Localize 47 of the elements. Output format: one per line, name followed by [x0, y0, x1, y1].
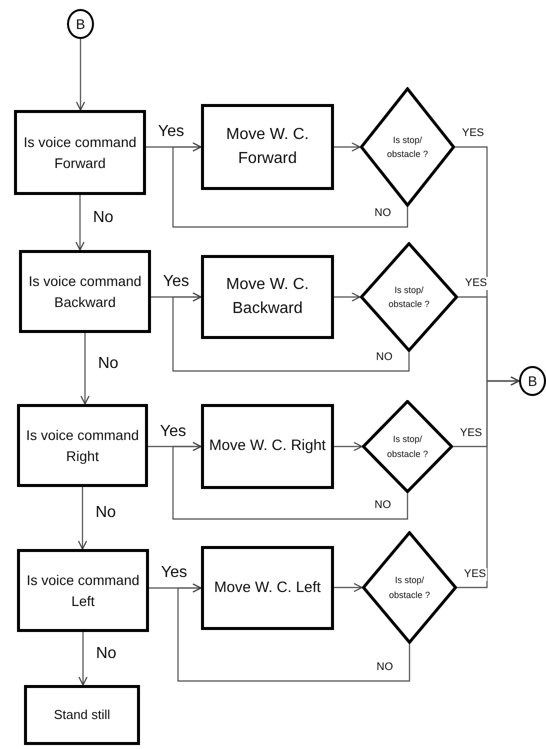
process-box [17, 549, 149, 632]
arrow [78, 632, 88, 686]
process-box [19, 250, 151, 333]
arrow [457, 376, 520, 588]
decision-diamond [362, 400, 453, 493]
arrow [334, 142, 361, 152]
arrow [334, 442, 363, 452]
node-text: Is voice command Right [25, 426, 140, 466]
arrow [172, 142, 408, 228]
node-text: Is stop/ obstacle ? [387, 284, 431, 311]
edge-label: YES [464, 277, 488, 290]
arrow [80, 333, 90, 405]
process-box [24, 685, 140, 745]
process-box [201, 546, 334, 630]
arrow [177, 583, 410, 682]
decision-diamond [362, 531, 457, 644]
process-box [201, 404, 334, 489]
node-text: Move W. C. Forward [225, 125, 310, 169]
arrow [75, 195, 85, 251]
node-text: Is stop/ obstacle ? [386, 134, 430, 161]
node-text: Move W. C. Right [209, 436, 326, 456]
connector-circle [519, 366, 546, 396]
node-text: Is voice command Backward [28, 272, 142, 312]
node-text: Move W. C. Backward [225, 275, 310, 319]
process-box [201, 255, 334, 339]
arrow [334, 582, 363, 592]
node-text: Stand still [54, 706, 110, 724]
arrow [334, 292, 361, 302]
node-text: Move W. C. Left [214, 578, 321, 598]
decision-diamond [360, 242, 458, 352]
connector-circle [67, 9, 94, 39]
process-box [14, 110, 146, 195]
edge-label: YES [463, 568, 488, 580]
arrow [172, 442, 408, 520]
edge-label: YES [459, 426, 484, 440]
connector-letter: B [528, 372, 538, 390]
arrow [172, 292, 410, 372]
process-box [201, 104, 334, 190]
decision-diamond [360, 87, 455, 207]
connector-letter: B [76, 14, 86, 34]
node-text: Is voice command Forward [22, 132, 138, 172]
node-text: Is stop/ obstacle ? [388, 574, 432, 602]
process-box [17, 404, 148, 487]
node-text: Is voice command Left [26, 570, 140, 610]
arrow [76, 39, 86, 111]
node-text: Is stop/ obstacle ? [386, 433, 430, 460]
arrow [78, 487, 88, 550]
